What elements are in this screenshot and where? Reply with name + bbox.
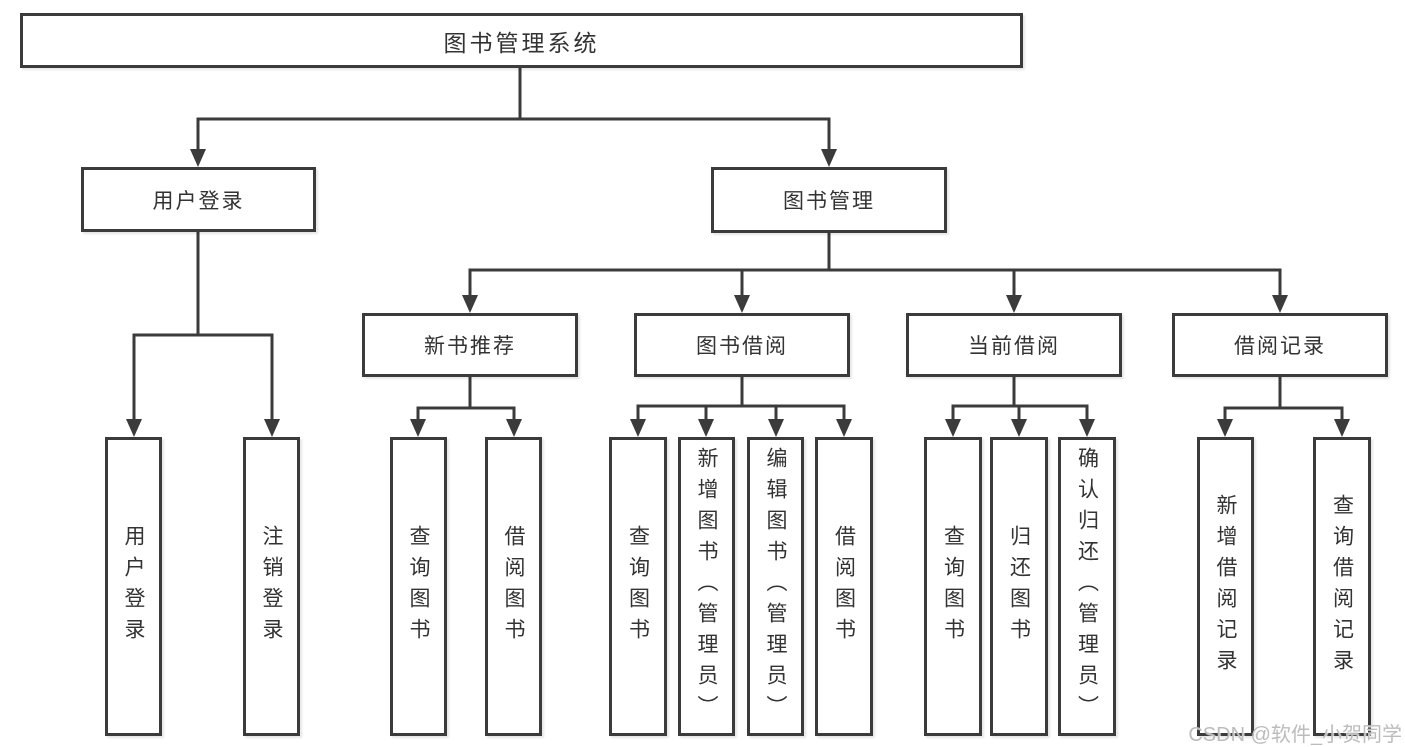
connector-user-login-to-leaves <box>126 232 280 437</box>
connector-book-management-to-level3 <box>462 233 1288 313</box>
line <box>416 406 516 421</box>
node-label: 查询图书 <box>626 524 650 649</box>
line <box>132 333 274 421</box>
node-label: 用户登录 <box>122 524 145 649</box>
node-user-login: 用户登录 <box>81 167 316 232</box>
connector-borrowing-records-to-leaves <box>1217 377 1350 437</box>
leaf-borrow-books-borrowing: 借阅图书 <box>815 437 873 736</box>
arrowhead <box>734 295 750 313</box>
leaf-query-books-recommend: 查询图书 <box>390 437 447 736</box>
arrowhead <box>462 295 478 313</box>
arrowhead <box>1011 419 1027 437</box>
connector-book-borrowing-to-leaves <box>630 377 852 437</box>
connector-new-book-to-leaves <box>410 377 522 437</box>
node-label: 查询图书 <box>941 524 965 649</box>
node-label: 编辑图书（管理员） <box>764 447 787 726</box>
node-label: 当前借阅 <box>968 335 1060 358</box>
node-label: 查询借阅记录 <box>1330 493 1354 680</box>
arrowhead <box>1272 295 1288 313</box>
node-borrowing-records: 借阅记录 <box>1172 313 1388 377</box>
arrowhead <box>768 419 784 437</box>
leaf-logout: 注销登录 <box>243 437 300 736</box>
node-label: 注销登录 <box>260 524 283 649</box>
line <box>1223 406 1344 421</box>
node-new-book-recommendation: 新书推荐 <box>362 313 578 377</box>
line <box>636 404 846 421</box>
line <box>468 268 1282 297</box>
leaf-confirm-return-admin: 确认归还（管理员） <box>1058 437 1116 736</box>
leaf-query-books-current: 查询图书 <box>924 437 982 736</box>
leaf-return-books: 归还图书 <box>990 437 1048 736</box>
arrowhead <box>264 419 280 437</box>
node-current-borrowing: 当前借阅 <box>906 313 1122 377</box>
arrowhead <box>821 149 837 167</box>
arrowhead <box>836 419 852 437</box>
node-label: 新增借阅记录 <box>1214 493 1237 680</box>
arrowhead <box>506 419 522 437</box>
arrowhead <box>630 419 646 437</box>
leaf-query-borrow-record: 查询借阅记录 <box>1313 437 1371 736</box>
arrowhead <box>945 419 961 437</box>
leaf-add-borrow-record: 新增借阅记录 <box>1197 437 1254 736</box>
leaf-borrow-books-recommend: 借阅图书 <box>485 437 542 736</box>
node-book-management: 图书管理 <box>711 167 947 233</box>
node-label: 新增图书（管理员） <box>695 447 718 726</box>
leaf-edit-books-admin: 编辑图书（管理员） <box>747 437 804 736</box>
leaf-user-login: 用户登录 <box>105 437 162 736</box>
node-label: 图书管理系统 <box>443 29 600 56</box>
node-book-borrowing: 图书借阅 <box>634 313 850 377</box>
node-label: 确认归还（管理员） <box>1075 447 1099 726</box>
arrowhead <box>698 419 714 437</box>
arrowhead <box>126 419 142 437</box>
node-label: 新书推荐 <box>424 335 516 358</box>
csdn-watermark: CSDN @软件_小贺同学 <box>1188 724 1402 746</box>
connector-current-borrowing-to-leaves <box>945 377 1095 437</box>
arrowhead <box>1006 295 1022 313</box>
connector-root-to-level2 <box>190 68 837 167</box>
node-label: 图书管理 <box>783 190 875 213</box>
node-book-management-system: 图书管理系统 <box>20 13 1023 68</box>
leaf-add-books-admin: 新增图书（管理员） <box>678 437 735 736</box>
node-label: 借阅图书 <box>502 524 525 649</box>
node-label: 归还图书 <box>1007 524 1031 649</box>
arrowhead <box>410 419 426 437</box>
arrowhead <box>190 149 206 167</box>
node-label: 图书借阅 <box>696 335 788 358</box>
node-label: 借阅图书 <box>832 524 856 649</box>
arrowhead <box>1217 419 1233 437</box>
leaf-query-books-borrowing: 查询图书 <box>609 437 667 736</box>
node-label: 用户登录 <box>152 189 245 213</box>
node-label: 借阅记录 <box>1234 335 1326 358</box>
arrowhead <box>1334 419 1350 437</box>
line <box>196 117 831 151</box>
node-label: 查询图书 <box>407 524 430 649</box>
arrowhead <box>1079 419 1095 437</box>
